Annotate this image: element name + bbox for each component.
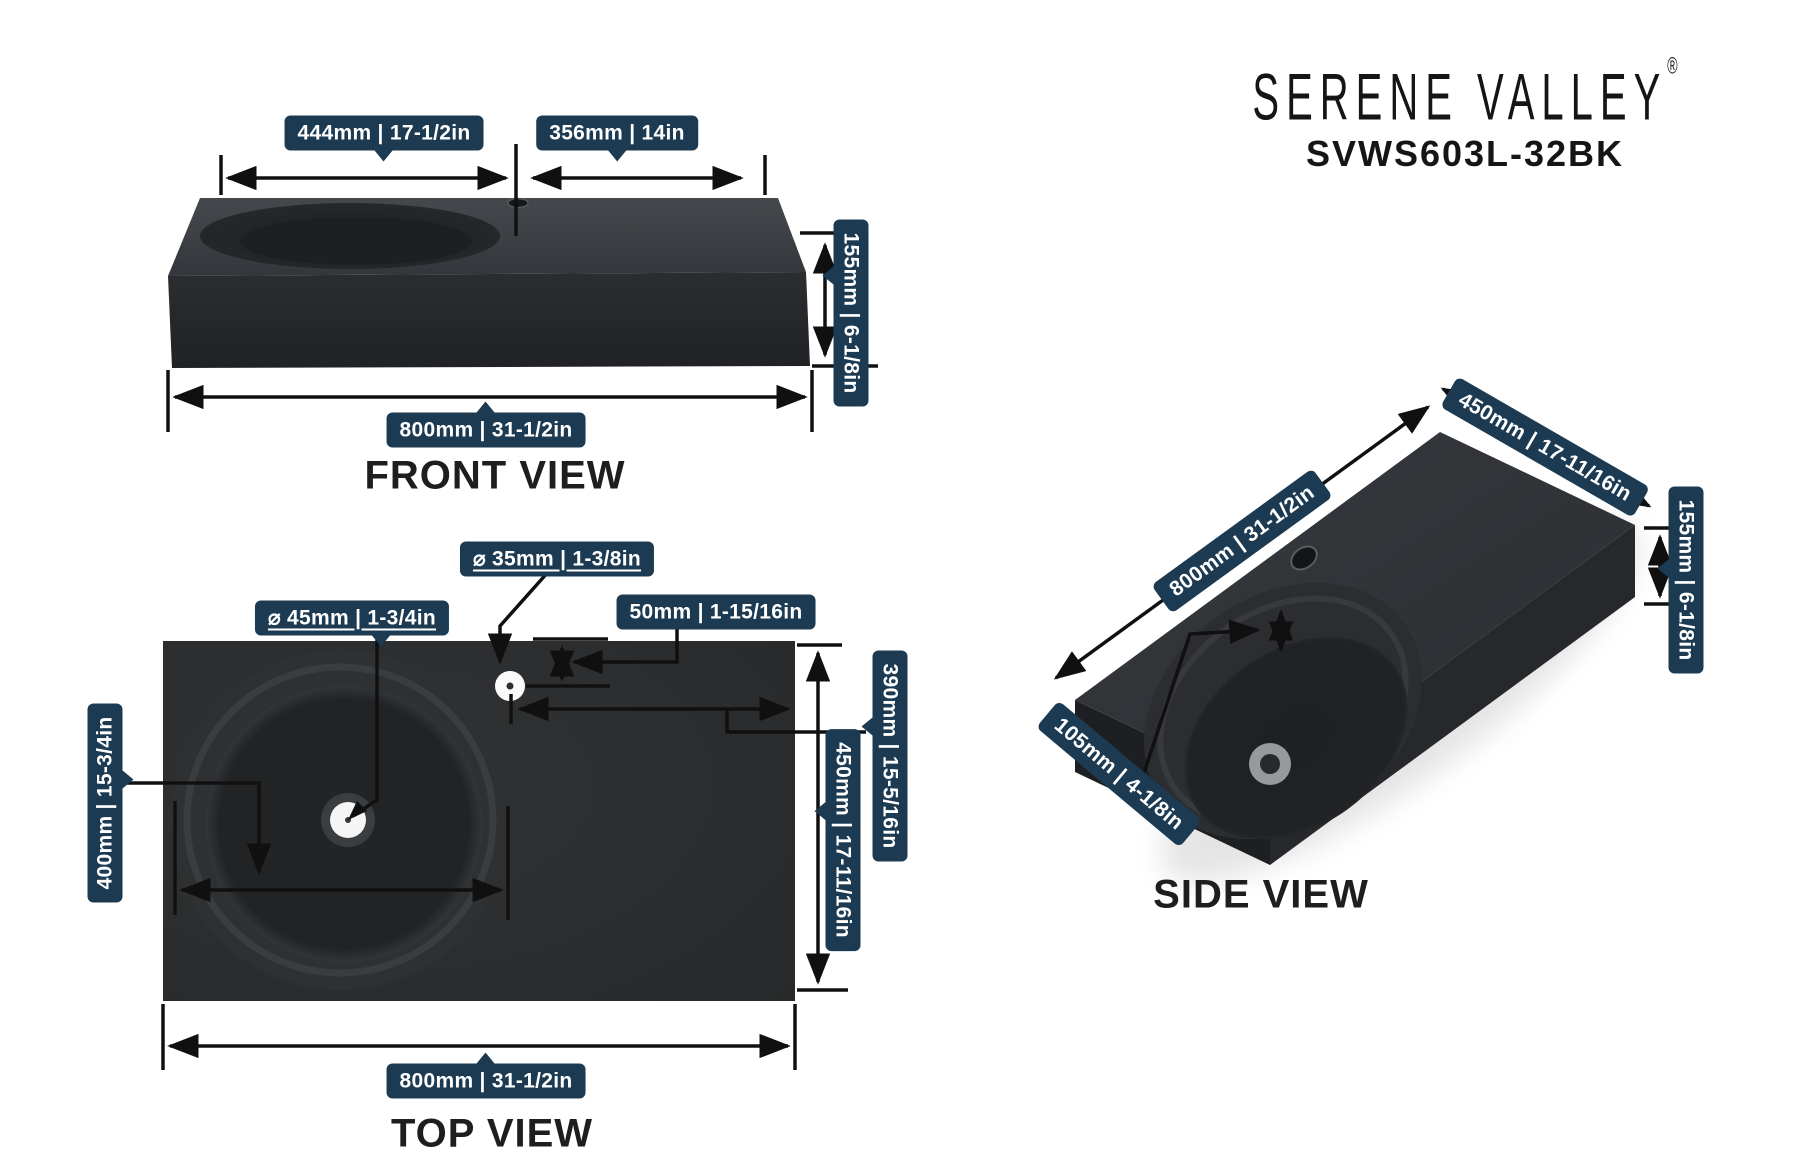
dim-label-top-depth: 450mm | 17-11/16in	[825, 729, 861, 951]
dim-label-front-total-width: 800mm | 31-1/2in	[386, 412, 586, 448]
dim-label-top-total-width: 800mm | 31-1/2in	[386, 1063, 586, 1099]
brand-block: SERENE VALLEY® SVWS603L-32BK	[1245, 52, 1685, 175]
dim-label-front-height: 155mm | 6-1/8in	[833, 219, 869, 407]
side-leader-105	[1133, 619, 1261, 801]
top-leader-50	[571, 627, 679, 675]
dim-label-top-faucet-to-edge: 390mm | 15-5/16in	[872, 650, 908, 862]
top-view-drawing	[127, 569, 866, 1070]
dim-label-front-basin-width: 444mm | 17-1/2in	[284, 115, 484, 151]
top-faucet-hole	[495, 671, 525, 701]
front-view-drawing	[166, 144, 878, 432]
front-faucet-hole	[507, 197, 529, 209]
registered-mark: ®	[1667, 52, 1678, 79]
front-view-title: FRONT VIEW	[364, 453, 626, 498]
front-basin-bottom	[240, 217, 472, 265]
top-dimension-lines	[127, 569, 866, 1070]
front-sink-front-face	[168, 272, 810, 368]
side-drain	[1249, 743, 1291, 785]
dim-label-top-basin-width: 400mm | 15-3/4in	[87, 703, 123, 903]
top-view-title: TOP VIEW	[390, 1111, 594, 1156]
dim-label-front-right-width: 356mm | 14in	[536, 115, 698, 151]
dim-label-top-faucet-offset: 50mm | 1-15/16in	[616, 594, 816, 630]
dim-label-top-drain-diameter: ⌀ 45mm | 1-3/4in	[254, 600, 450, 636]
model-number: SVWS603L-32BK	[1305, 133, 1625, 174]
top-leader-400	[127, 781, 272, 875]
brand-logo: SERENE VALLEY®	[1252, 52, 1678, 135]
front-dimension-lines	[166, 144, 878, 432]
side-view-title: SIDE VIEW	[1153, 872, 1369, 917]
dim-label-side-height: 155mm | 6-1/8in	[1668, 486, 1704, 674]
side-basin	[1184, 636, 1408, 840]
side-view-drawing	[1053, 387, 1684, 883]
dim-label-top-faucet-diameter: ⌀ 35mm | 1-3/8in	[459, 541, 655, 577]
top-leader-faucet	[487, 569, 551, 665]
